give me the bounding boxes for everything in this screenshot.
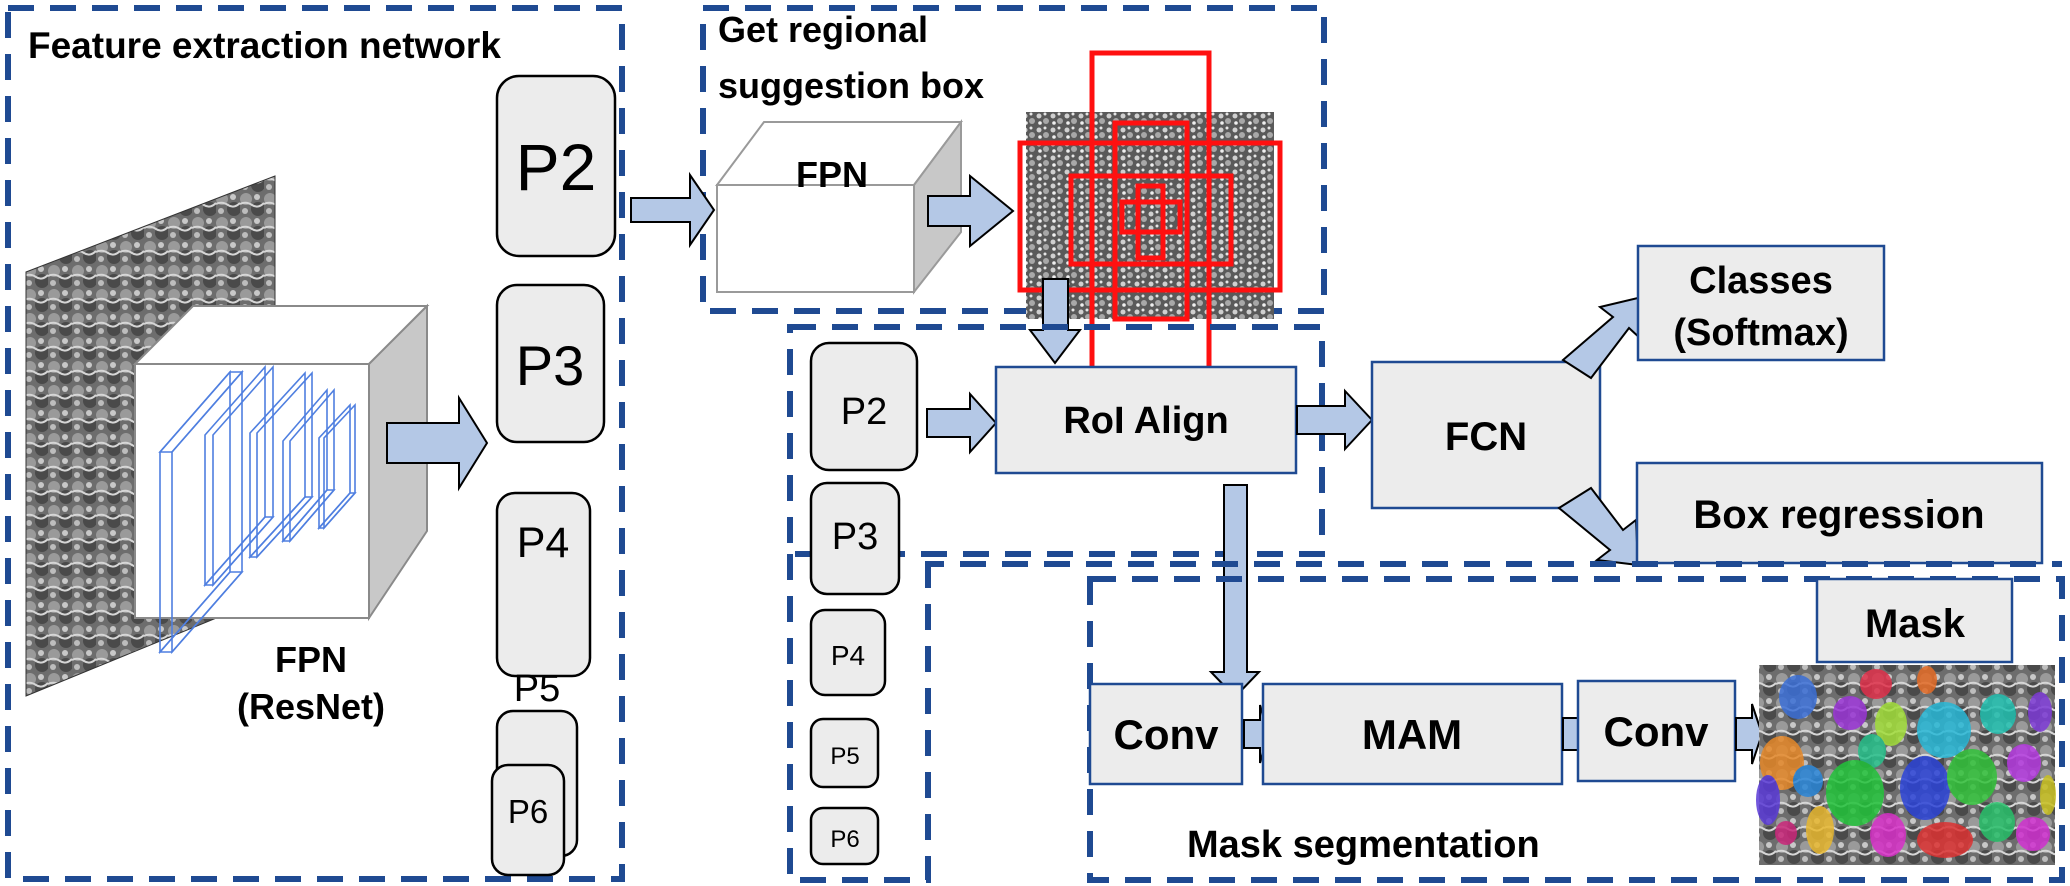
- rpn-label: FPN: [796, 154, 868, 195]
- head-section: FCN Classes (Softmax) Box regression: [1370, 244, 2044, 567]
- roi-section: P2 P3 P4 P5 P6 RoI Align: [787, 324, 1374, 883]
- conv1-block: [1088, 682, 1244, 786]
- mid-pyramid-box-p2: [809, 341, 919, 472]
- pyramid-box-p6: [490, 763, 566, 877]
- mid-pyramid-box-p5: [809, 717, 880, 789]
- mask-label: Mask: [1865, 602, 1966, 646]
- rpn-cube: [715, 118, 963, 295]
- pyramid-label-p6: P6: [508, 793, 548, 830]
- regional-suggestion-border: [700, 5, 1327, 314]
- mid-pyramid-box-p3: [809, 481, 901, 596]
- mask-output-image: [1756, 665, 2056, 865]
- conv2-label: Conv: [1604, 708, 1710, 755]
- conv1-label: Conv: [1114, 711, 1220, 758]
- backbone-label-line1: FPN: [275, 639, 347, 680]
- backbone-layers-icon: [158, 364, 357, 655]
- backbone-label-line2: (ResNet): [237, 686, 385, 727]
- classes-label-line2: (Softmax): [1673, 312, 1848, 354]
- box-regression-label: Box regression: [1693, 493, 1984, 537]
- regional-suggestion-title-line1: Get regional: [718, 9, 928, 50]
- pyramid-box-p2: [495, 74, 617, 258]
- pyramid-label-p5: P5: [514, 668, 560, 710]
- pyramid-label-p3: P3: [516, 334, 585, 397]
- mid-pyramid-label-p3: P3: [832, 516, 878, 558]
- mid-pyramid-label-p4: P4: [831, 640, 865, 671]
- pyramid-label-p4: P4: [517, 519, 570, 567]
- roi-section-border: [787, 324, 1325, 557]
- classes-label-line1: Classes: [1689, 260, 1833, 302]
- pyramid-box-p4: [495, 491, 592, 678]
- mid-pyramid-box-p6: [809, 806, 880, 866]
- arrow-fcn-to-classes: [1561, 295, 1644, 380]
- mask-block: [1815, 577, 2014, 664]
- proposal-box: [1112, 120, 1190, 322]
- feature-extraction-border: [5, 5, 625, 882]
- mask-segmentation-title: Mask segmentation: [1187, 824, 1540, 866]
- arrow-backbone-to-pyramid: [386, 394, 489, 492]
- backbone-cube: [132, 303, 430, 655]
- pyramid-box-p3: [495, 283, 606, 444]
- arrow-conv2-to-mask: [1735, 703, 1764, 765]
- arrow-roi-align-to-conv: [1208, 484, 1262, 699]
- regional-suggestion-title-line2: suggestion box: [718, 65, 984, 106]
- conv2-block: [1576, 679, 1737, 783]
- feature-extraction-title: Feature extraction network: [28, 25, 501, 66]
- mask-segmentation-section: Mask segmentation Conv MAM Conv Mask: [925, 561, 2065, 883]
- arrow-roi-align-to-fcn: [1296, 388, 1374, 452]
- feature-extraction-section: Feature extraction network: [5, 5, 625, 882]
- roi-align-label: RoI Align: [1063, 400, 1228, 442]
- proposal-box: [1068, 173, 1234, 267]
- fcn-label: FCN: [1445, 415, 1527, 459]
- mid-pyramid-label-p2: P2: [841, 391, 887, 433]
- mid-pyramid-label-p5: P5: [830, 743, 859, 770]
- pyramid-levels-left: P2 P3 P4 P5: [495, 74, 617, 858]
- mid-pyramid-box-p4: [809, 608, 887, 697]
- outer-mask-border-top: [925, 561, 2062, 574]
- classes-block: [1636, 244, 1886, 362]
- box-regression-block: [1635, 461, 2044, 565]
- proposal-box: [1135, 183, 1166, 261]
- proposal-box: [1119, 199, 1183, 235]
- arrow-p2-to-roi-align: [926, 391, 998, 455]
- mam-label: MAM: [1362, 711, 1462, 758]
- fcn-block: [1370, 360, 1602, 510]
- mid-pyramid-border: [787, 554, 931, 883]
- mid-pyramid-label-p6: P6: [830, 826, 859, 853]
- pyramid-label-p2: P2: [516, 130, 597, 204]
- roi-align-block: [994, 365, 1298, 475]
- arrow-proposals-to-roi-align: [1027, 278, 1083, 365]
- arrow-p2-to-rpn: [630, 171, 716, 249]
- regional-suggestion-section: Get regional suggestion box FPN: [630, 5, 1327, 386]
- arrow-fcn-to-box-regression: [1557, 486, 1640, 567]
- proposal-box: [1017, 140, 1283, 293]
- arrow-rpn-to-proposals: [927, 173, 1015, 249]
